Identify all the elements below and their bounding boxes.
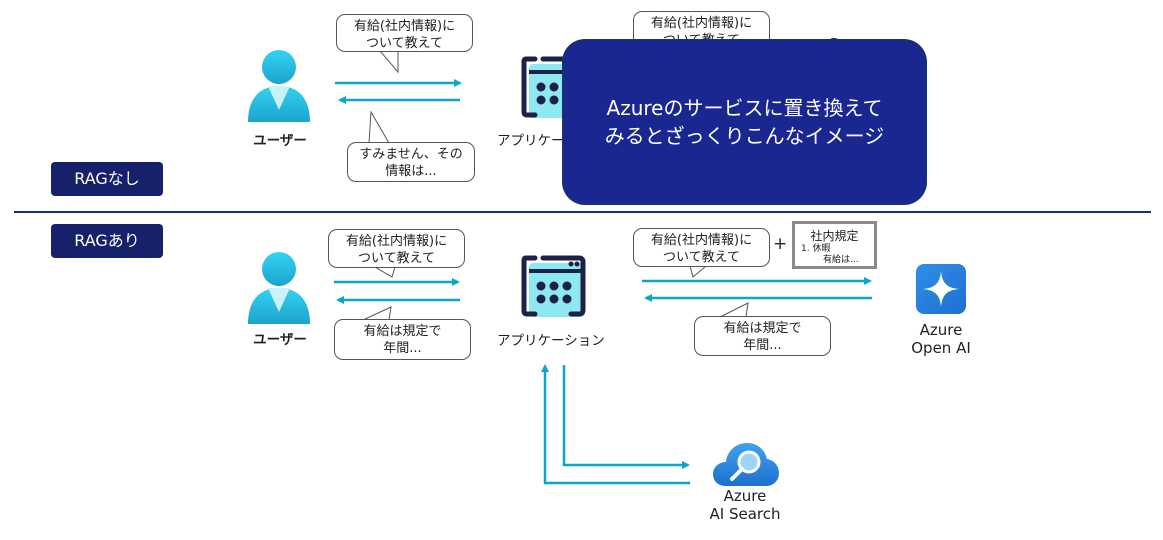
bubble-tail: [373, 266, 396, 278]
document-title: 社内規定: [810, 229, 859, 243]
arrow-app-to-search: [562, 365, 690, 469]
user-icon: [248, 252, 310, 324]
bubble-text: 情報は...: [385, 164, 437, 179]
bubble-answer-right: 有給は規定で 年間...: [694, 316, 831, 356]
bubble-tail: [689, 265, 708, 278]
application-label-bottom: アプリケーション: [497, 333, 605, 349]
user-label-top: ユーザー: [253, 133, 307, 149]
bubble-question-top: 有給(社内情報)に ついて教えて: [336, 14, 473, 52]
azure-ai-search-icon: [713, 443, 779, 486]
bubble-text: ついて教えて: [663, 250, 740, 265]
document-line-2: 有給は...: [823, 255, 859, 265]
bubble-question-right: 有給(社内情報)に ついて教えて: [633, 228, 770, 267]
internal-rules-document: 社内規定 1. 休暇 有給は...: [792, 221, 877, 269]
azure-openai-icon: [916, 264, 966, 314]
bubble-tail: [368, 110, 390, 144]
application-icon: [521, 255, 586, 317]
tag-rag-none: RAGなし: [51, 162, 163, 196]
callout-line-1: Azureのサービスに置き換えて: [606, 96, 883, 120]
bubble-tail: [378, 50, 399, 74]
user-label-bottom: ユーザー: [253, 332, 307, 348]
bubble-text: ついて教えて: [358, 251, 435, 266]
azure-openai-label-line1: Azure: [919, 321, 963, 339]
tag-rag-with: RAGあり: [51, 224, 163, 258]
callout-overlay: Azureのサービスに置き換えて みるとざっくりこんなイメージ: [563, 40, 926, 204]
bubble-text: 年間...: [743, 338, 782, 353]
bubble-text: 有給(社内情報)に: [650, 233, 753, 248]
bubble-answer-bottom: 有給は規定で 年間...: [334, 319, 471, 360]
azure-openai-label: Azure Open AI: [900, 321, 982, 357]
bubble-text: ついて教えて: [366, 36, 443, 51]
bubble-text: 有給(社内情報)に: [345, 234, 448, 249]
bubble-text: 年間...: [383, 341, 422, 356]
azure-ai-search-label-line1: Azure: [723, 487, 767, 505]
section-divider: [14, 211, 1151, 213]
azure-openai-label-line2: Open AI: [911, 339, 971, 357]
bubble-tail: [719, 302, 749, 318]
bubble-text: すみません、その: [359, 147, 463, 162]
bubble-text: 有給は規定で: [363, 324, 442, 339]
arrow-search-to-app: [541, 364, 690, 485]
bubble-answer-top: すみません、その 情報は...: [347, 142, 475, 182]
azure-ai-search-label: Azure AI Search: [695, 487, 795, 523]
document-line-1: 1. 休暇: [801, 244, 831, 254]
bubble-text: 有給は規定で: [723, 321, 802, 336]
plus-sign: +: [773, 234, 788, 254]
azure-ai-search-label-line2: AI Search: [709, 505, 781, 523]
callout-line-2: みるとざっくりこんなイメージ: [604, 124, 885, 148]
bubble-text: 有給(社内情報)に: [650, 16, 753, 31]
bubble-text: 有給(社内情報)に: [353, 19, 456, 34]
user-icon: [248, 50, 310, 122]
bubble-question-bottom: 有給(社内情報)に ついて教えて: [328, 229, 465, 268]
